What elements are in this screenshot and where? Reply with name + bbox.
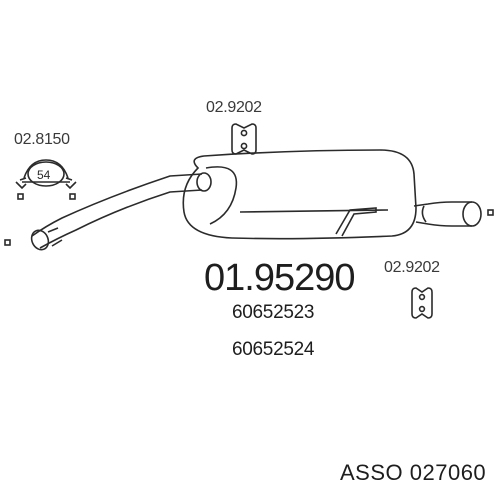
muffler-part-number: 01.95290 bbox=[204, 257, 355, 299]
clamp-bolt-left bbox=[17, 193, 24, 200]
outlet-marker bbox=[487, 209, 494, 216]
clamp-part-number: 02.8150 bbox=[14, 131, 70, 148]
rubber-hanger-right bbox=[411, 287, 433, 319]
clamp-diameter-text: 54 bbox=[37, 168, 51, 182]
tail-pipe bbox=[413, 201, 494, 227]
clamp-bolt-right bbox=[69, 193, 76, 200]
oem-reference-1: 60652523 bbox=[232, 302, 315, 323]
inlet-pipe bbox=[4, 172, 212, 251]
inlet-marker bbox=[4, 239, 11, 246]
rubber-hanger-top bbox=[231, 123, 257, 155]
brand-code: ASSO 027060 bbox=[340, 460, 487, 485]
oem-reference-2: 60652524 bbox=[232, 339, 315, 360]
rear-muffler bbox=[182, 149, 417, 240]
hanger-right-part-number: 02.9202 bbox=[384, 259, 440, 276]
hanger-top-part-number: 02.9202 bbox=[206, 99, 262, 116]
pipe-clamp: 54 bbox=[15, 159, 77, 200]
